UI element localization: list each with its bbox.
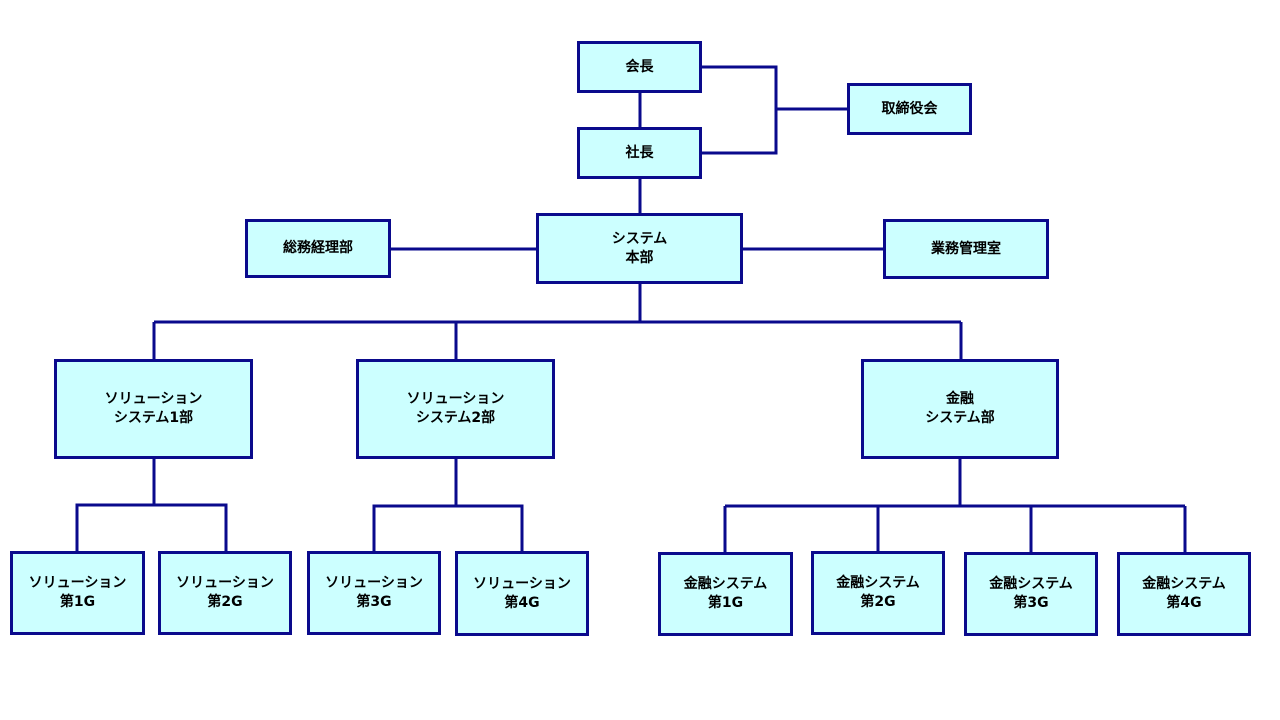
president-label: 社長 (625, 144, 654, 161)
business-mgmt-label: 業務管理室 (931, 240, 1001, 257)
solution2-box: ソリューション システム2部 (356, 359, 555, 459)
system-hq-box: システム 本部 (536, 213, 743, 284)
business-mgmt-box: 業務管理室 (883, 219, 1049, 279)
chairman-label: 会長 (625, 58, 654, 75)
general-affairs-box: 総務経理部 (245, 219, 391, 278)
general-affairs-label: 総務経理部 (283, 240, 353, 256)
solution1-box: ソリューション システム1部 (54, 359, 253, 459)
sol-group4-box: ソリューション 第4G (455, 551, 589, 636)
sol-group4-label: ソリューション 第4G (473, 575, 571, 611)
fin-group2-label: 金融システム 第2G (836, 575, 920, 610)
connector-solution2-groups (372, 504, 524, 552)
connector-chairman-board (701, 65, 778, 155)
sol-group2-box: ソリューション 第2G (158, 551, 292, 635)
sol-group1-label: ソリューション 第1G (28, 575, 127, 610)
connector-solution1-groups (75, 503, 228, 552)
sol-group1-box: ソリューション 第1G (10, 551, 145, 635)
fin-group1-label: 金融システム 第1G (683, 576, 768, 611)
sol-group3-label: ソリューション 第3G (325, 575, 423, 610)
fin-group4-label: 金融システム 第4G (1142, 576, 1226, 611)
fin-group4-box: 金融システム 第4G (1117, 552, 1251, 636)
board-label: 取締役会 (881, 100, 938, 117)
fin-group3-label: 金融システム 第3G (989, 576, 1073, 611)
sol-group3-box: ソリューション 第3G (307, 551, 441, 635)
finance-box: 金融 システム部 (861, 359, 1059, 459)
fin-group2-box: 金融システム 第2G (811, 551, 945, 635)
president-box: 社長 (577, 127, 702, 179)
fin-group3-box: 金融システム 第3G (964, 552, 1098, 636)
fin-group1-box: 金融システム 第1G (658, 552, 793, 636)
finance-label: 金融 システム部 (925, 391, 995, 426)
system-hq-label: システム 本部 (611, 230, 668, 266)
solution1-label: ソリューション システム1部 (104, 391, 203, 426)
sol-group2-label: ソリューション 第2G (176, 575, 274, 610)
chairman-box: 会長 (577, 41, 702, 93)
solution2-label: ソリューション システム2部 (406, 391, 505, 426)
board-box: 取締役会 (847, 83, 972, 135)
